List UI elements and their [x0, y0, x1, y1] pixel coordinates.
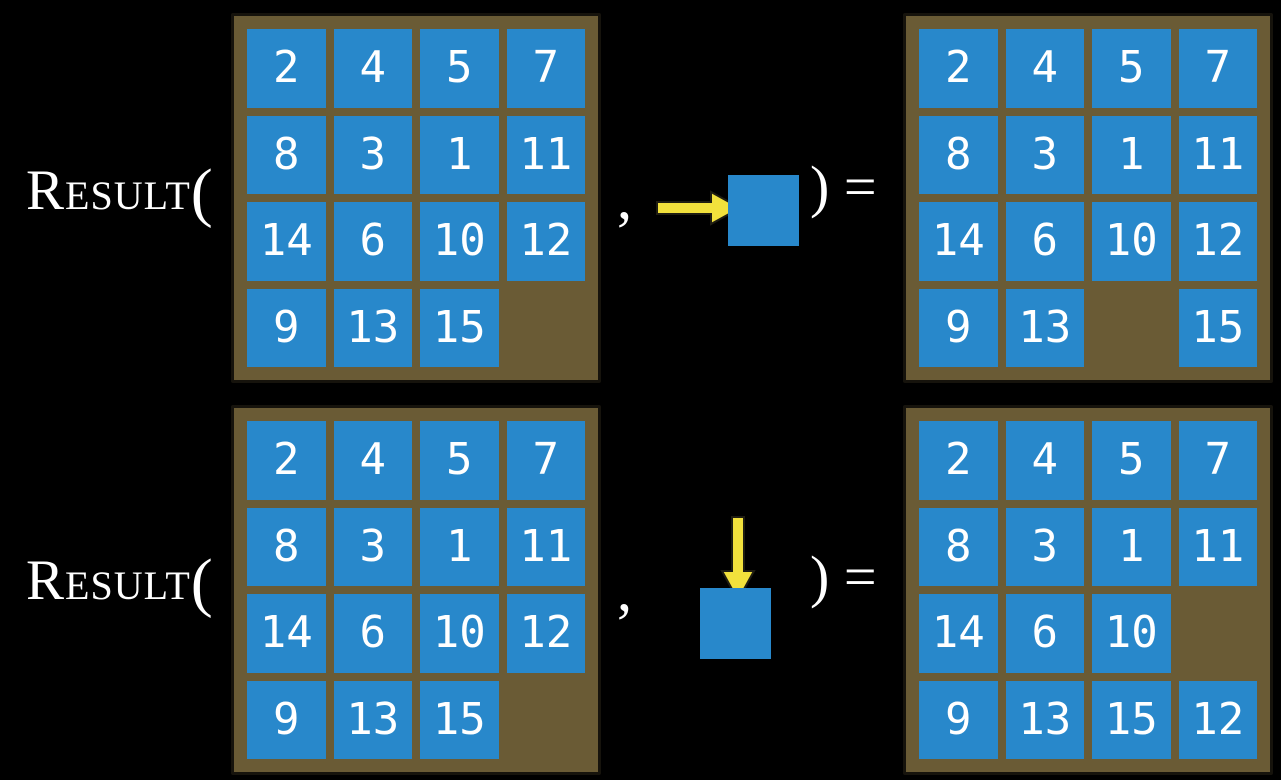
- puzzle-tile: 1: [420, 507, 499, 586]
- puzzle-tile: 12: [1178, 202, 1257, 281]
- puzzle-tile: 7: [506, 29, 585, 108]
- puzzle-tile: 11: [506, 115, 585, 194]
- puzzle-tile: 10: [1092, 202, 1171, 281]
- puzzle-tile: 11: [506, 507, 585, 586]
- empty-cell: [507, 289, 586, 368]
- puzzle-tile: 14: [919, 202, 998, 281]
- puzzle-tile: 1: [420, 115, 499, 194]
- puzzle-tile: 5: [420, 421, 499, 500]
- puzzle-tile: 3: [1005, 115, 1084, 194]
- puzzle-tile: 15: [420, 680, 499, 759]
- puzzle-tile: 13: [1005, 288, 1084, 367]
- puzzle-tile: 7: [1178, 29, 1257, 108]
- puzzle-tile: 2: [247, 421, 326, 500]
- puzzle-tile: 2: [919, 29, 998, 108]
- close-paren-equals: ) =: [810, 154, 877, 219]
- result-function-label: Result(: [26, 550, 213, 616]
- puzzle-tile: 13: [1005, 680, 1084, 759]
- puzzle-tile: 13: [333, 288, 412, 367]
- action-tile-right: [728, 175, 799, 246]
- puzzle-tile: 6: [1005, 202, 1084, 281]
- puzzle-tile: 12: [506, 594, 585, 673]
- empty-cell: [1179, 594, 1258, 673]
- puzzle-tile: 3: [1005, 507, 1084, 586]
- open-paren: (: [190, 546, 213, 619]
- puzzle-tile: 8: [919, 507, 998, 586]
- puzzle-tile: 9: [247, 680, 326, 759]
- puzzle-tile: 7: [1178, 421, 1257, 500]
- puzzle-tile: 4: [333, 29, 412, 108]
- puzzle-tile: 11: [1178, 507, 1257, 586]
- puzzle-tile: 9: [919, 680, 998, 759]
- comma: ,: [617, 557, 632, 623]
- puzzle-tile: 15: [420, 288, 499, 367]
- puzzle-tile: 10: [1092, 594, 1171, 673]
- puzzle-tile: 5: [420, 29, 499, 108]
- puzzle-tile: 5: [1092, 29, 1171, 108]
- open-paren: (: [190, 156, 213, 229]
- function-name: Result: [26, 549, 191, 612]
- puzzle-tile: 4: [1005, 421, 1084, 500]
- puzzle-tile: 6: [333, 594, 412, 673]
- puzzle-tile: 12: [506, 202, 585, 281]
- right-arrow-icon: [656, 190, 742, 226]
- puzzle-tile: 4: [333, 421, 412, 500]
- puzzle-tile: 10: [420, 202, 499, 281]
- puzzle-tile: 14: [247, 594, 326, 673]
- puzzle-tile: 7: [506, 421, 585, 500]
- puzzle-tile: 14: [919, 594, 998, 673]
- puzzle-tile: 4: [1005, 29, 1084, 108]
- action-tile-down: [700, 588, 771, 659]
- close-paren-equals: ) =: [810, 544, 877, 609]
- puzzle-tile: 2: [247, 29, 326, 108]
- puzzle-tile: 3: [333, 115, 412, 194]
- puzzle-tile: 2: [919, 421, 998, 500]
- function-name: Result: [26, 159, 191, 222]
- puzzle-tile: 15: [1092, 680, 1171, 759]
- puzzle-tile: 10: [420, 594, 499, 673]
- puzzle-tile: 8: [919, 115, 998, 194]
- puzzle-tile: 13: [333, 680, 412, 759]
- puzzle-tile: 6: [333, 202, 412, 281]
- puzzle-tile: 5: [1092, 421, 1171, 500]
- puzzle-tile: 11: [1178, 115, 1257, 194]
- puzzle-tile: 12: [1178, 680, 1257, 759]
- puzzle-tile: 1: [1092, 507, 1171, 586]
- puzzle-tile: 15: [1178, 288, 1257, 367]
- empty-cell: [507, 681, 586, 760]
- puzzle-tile: 8: [247, 507, 326, 586]
- puzzle-tile: 14: [247, 202, 326, 281]
- puzzle-tile: 1: [1092, 115, 1171, 194]
- puzzle-tile: 9: [247, 288, 326, 367]
- down-arrow-icon: [720, 516, 756, 602]
- puzzle-tile: 8: [247, 115, 326, 194]
- empty-cell: [1092, 289, 1171, 368]
- result-function-label: Result(: [26, 160, 213, 226]
- puzzle-tile: 9: [919, 288, 998, 367]
- comma: ,: [617, 165, 632, 231]
- puzzle-tile: 3: [333, 507, 412, 586]
- puzzle-tile: 6: [1005, 594, 1084, 673]
